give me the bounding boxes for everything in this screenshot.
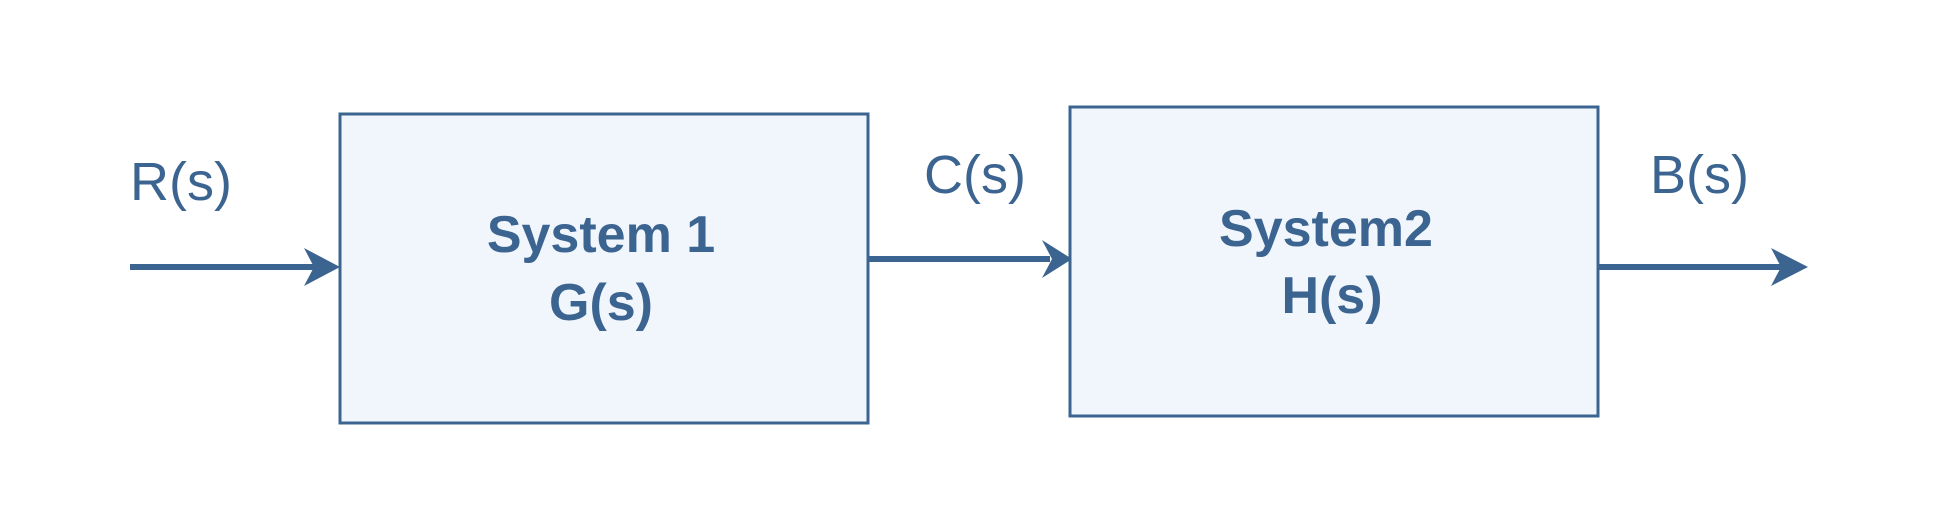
output-signal-label: B(s) [1650, 145, 1749, 205]
system-2-title: System2 [1219, 200, 1433, 258]
system-1-block: System 1 G(s) [338, 112, 870, 425]
system-1-transfer-function: G(s) [549, 274, 653, 332]
input-signal-label: R(s) [130, 152, 232, 212]
system-2-box [1068, 105, 1600, 418]
system-2-transfer-function: H(s) [1281, 267, 1382, 325]
system-1-box [338, 112, 870, 425]
system-2-block: System2 H(s) [1068, 105, 1600, 418]
input-arrowhead [304, 248, 340, 286]
output-arrowhead [1771, 248, 1808, 286]
intermediate-signal-label: C(s) [924, 145, 1026, 205]
system-1-title: System 1 [487, 206, 715, 264]
intermediate-arrowhead [1042, 240, 1072, 278]
